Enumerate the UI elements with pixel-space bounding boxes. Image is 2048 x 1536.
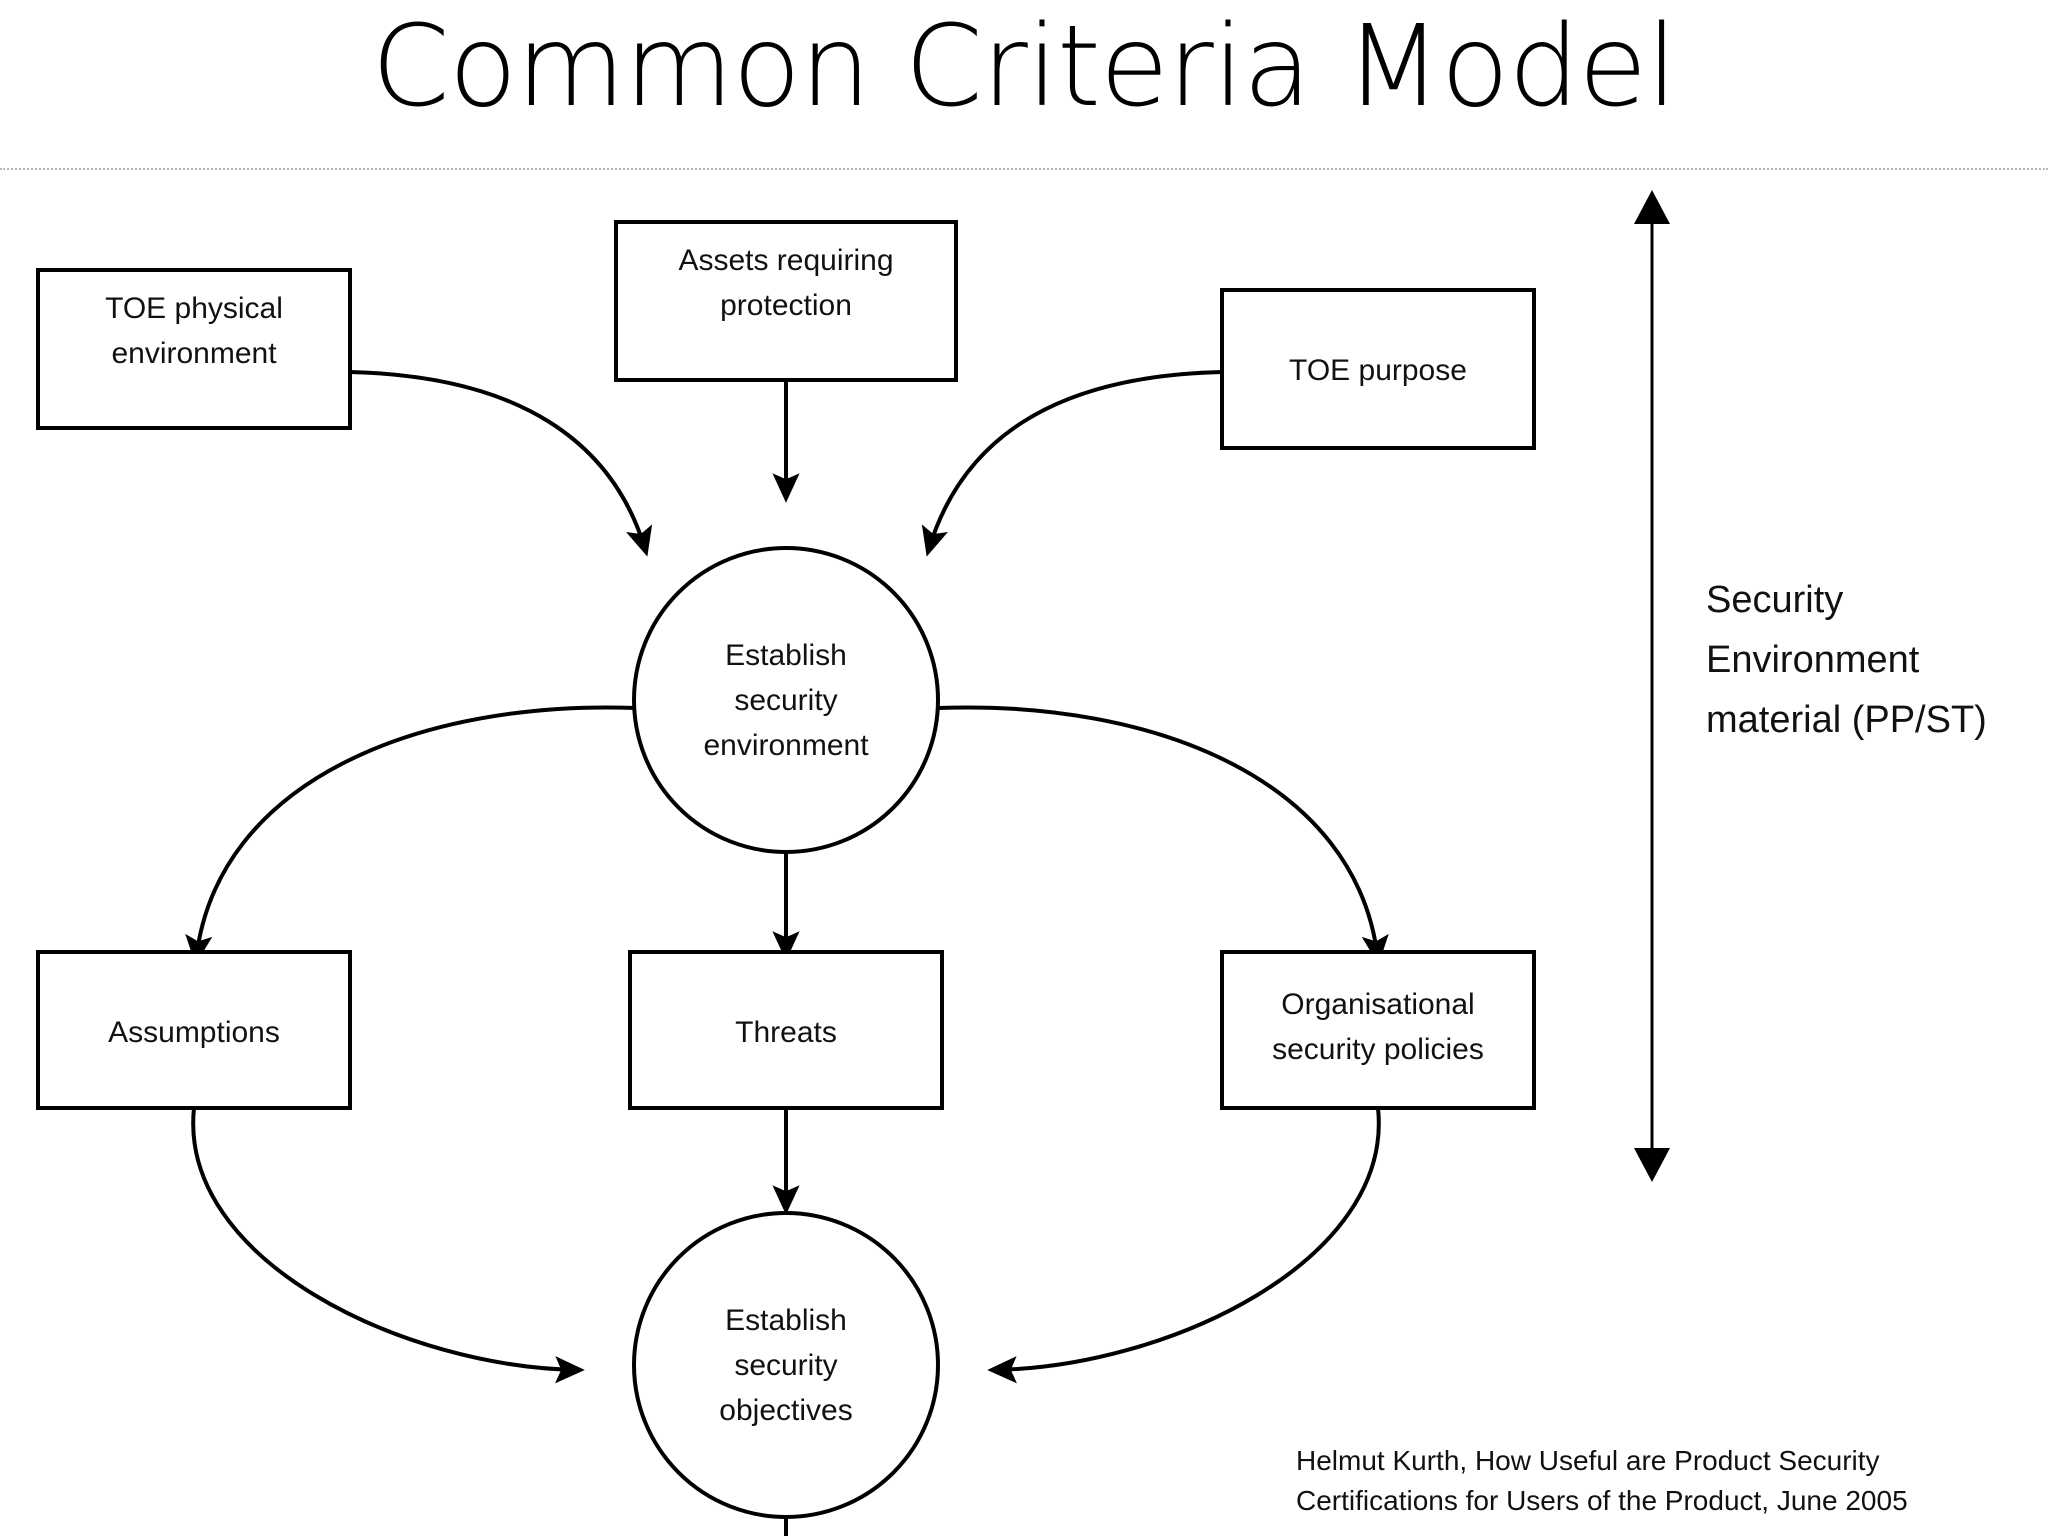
bracket-label-line3: material (PP/ST) xyxy=(1706,699,1987,741)
node-organisational-security-policies[interactable]: Organisational security policies xyxy=(1220,950,1536,1110)
node-establish-security-environment-line2: security xyxy=(734,684,837,717)
bracket-arrow-bottom xyxy=(1634,1148,1670,1182)
node-establish-security-environment-line1: Establish xyxy=(725,639,847,672)
node-assets-requiring-protection-line1: Assets requiring xyxy=(678,244,893,277)
bracket-label-line2: Environment xyxy=(1706,639,1920,681)
source-credit-line1: Helmut Kurth, How Useful are Product Sec… xyxy=(1296,1445,1880,1476)
node-assets-requiring-protection[interactable]: Assets requiring protection xyxy=(614,220,958,382)
node-organisational-security-policies-line1: Organisational xyxy=(1281,988,1474,1021)
node-assumptions-label: Assumptions xyxy=(108,1016,280,1049)
title-divider xyxy=(0,168,2048,170)
node-establish-security-environment[interactable]: Establish security environment xyxy=(632,546,940,854)
node-threats[interactable]: Threats xyxy=(628,950,944,1110)
edge-establish-env-to-org-policies xyxy=(937,705,1389,965)
edge-assumptions-to-establish-objectives xyxy=(191,1107,585,1384)
common-criteria-diagram: TOE physical environment Assets requirin… xyxy=(36,190,1987,1536)
node-establish-security-objectives-line1: Establish xyxy=(725,1304,847,1337)
node-toe-purpose[interactable]: TOE purpose xyxy=(1220,288,1536,450)
node-establish-security-environment-line3: environment xyxy=(703,729,869,762)
node-establish-security-objectives-line2: security xyxy=(734,1349,837,1382)
node-establish-security-objectives-line3: objectives xyxy=(719,1394,852,1427)
node-threats-label: Threats xyxy=(735,1016,837,1049)
node-toe-physical-environment[interactable]: TOE physical environment xyxy=(36,268,352,430)
bracket-label-line1: Security xyxy=(1706,579,1843,621)
edge-establish-env-to-assumptions xyxy=(185,705,637,965)
security-environment-bracket xyxy=(1634,190,1670,1182)
source-credit-line2: Certifications for Users of the Product,… xyxy=(1296,1485,1908,1516)
node-toe-physical-environment-line2: environment xyxy=(111,337,277,370)
edge-org-policies-to-establish-objectives xyxy=(987,1107,1381,1384)
node-organisational-security-policies-line2: security policies xyxy=(1272,1033,1484,1066)
bracket-arrow-top xyxy=(1634,190,1670,224)
node-assumptions[interactable]: Assumptions xyxy=(36,950,352,1110)
node-toe-purpose-label: TOE purpose xyxy=(1289,354,1467,387)
page-title: Common Criteria Model xyxy=(371,2,1678,132)
security-environment-bracket-label: Security Environment material (PP/ST) xyxy=(1706,579,1987,741)
node-toe-physical-environment-line1: TOE physical xyxy=(105,292,283,325)
edge-toe-physical-to-establish-env xyxy=(349,370,653,557)
node-assets-requiring-protection-line2: protection xyxy=(720,289,852,322)
source-credit: Helmut Kurth, How Useful are Product Sec… xyxy=(1296,1445,1908,1516)
node-establish-security-objectives[interactable]: Establish security objectives xyxy=(632,1211,940,1519)
edge-toe-purpose-to-establish-env xyxy=(921,370,1223,557)
